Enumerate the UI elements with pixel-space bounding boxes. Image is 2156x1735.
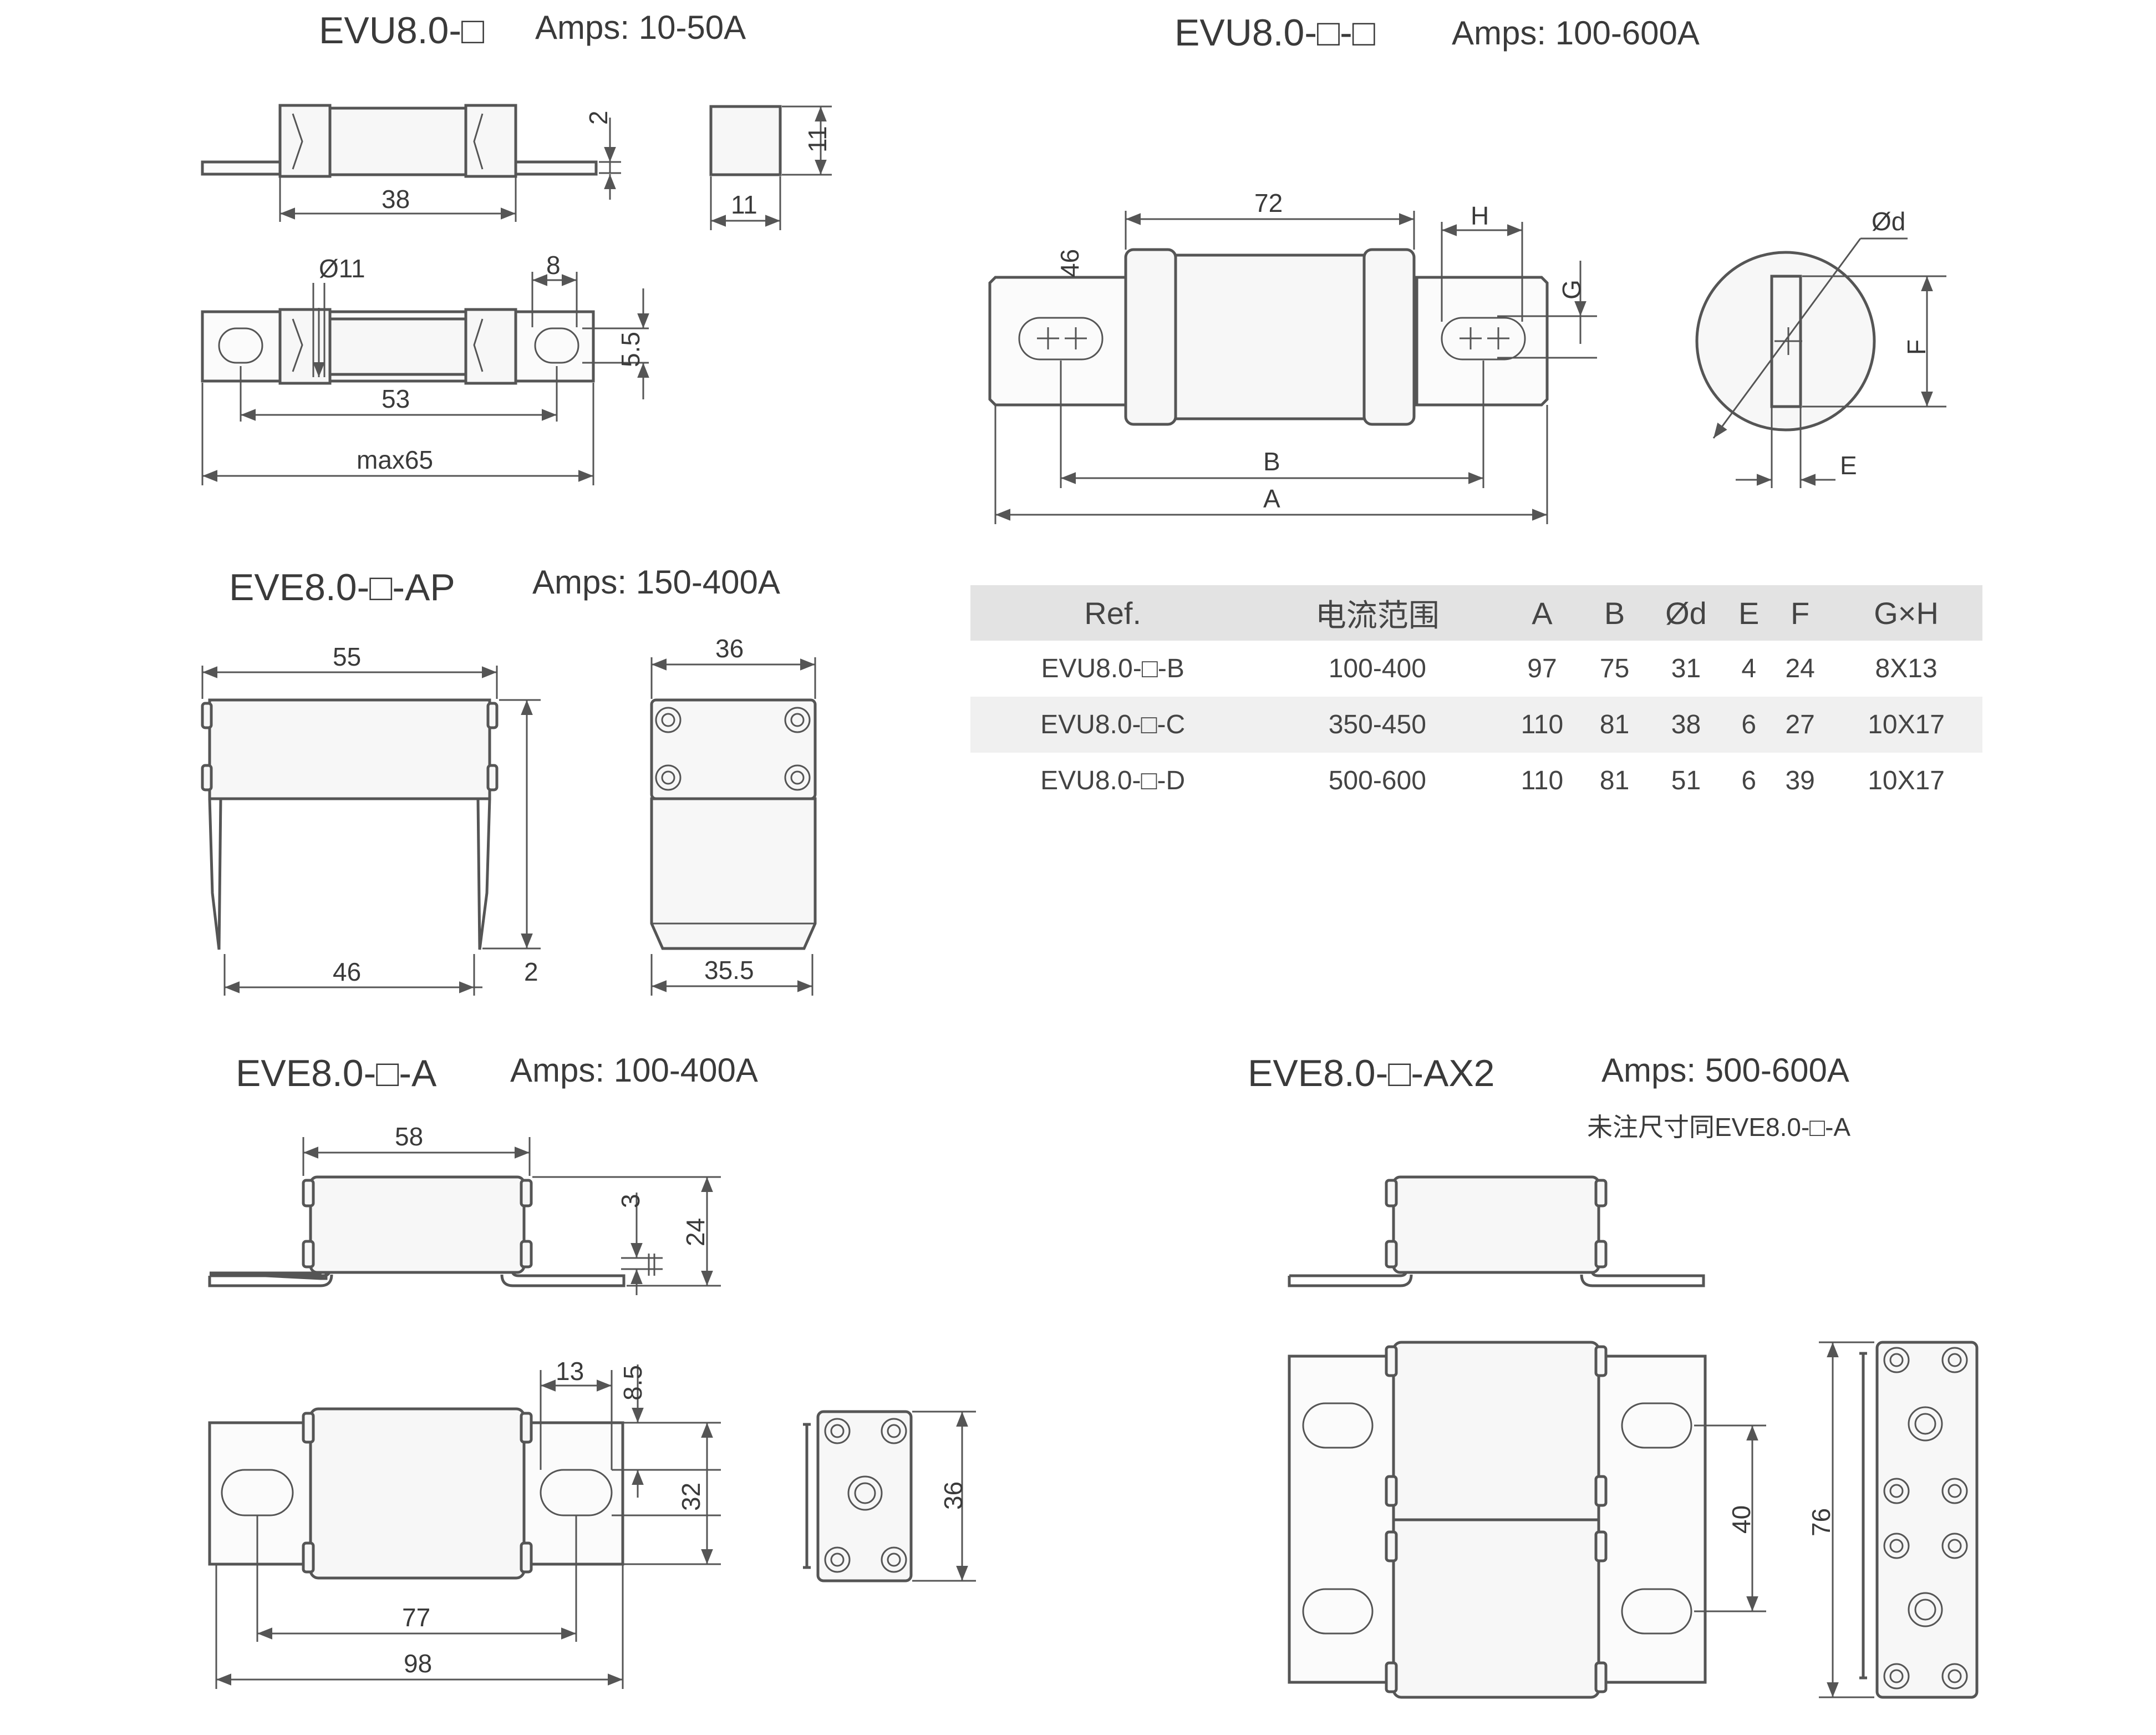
eve-a-model: EVE8.0-□-A (236, 1052, 437, 1094)
evu-large-drawing: EVU8.0-□-□ Amps: 100-600A 72 H G B A (988, 12, 1946, 524)
dim-40: 40 (1727, 1505, 1756, 1534)
header-E: E (1727, 585, 1771, 641)
dim-diameter-d: Ød (1872, 207, 1905, 236)
dim-2-ap: 2 (524, 957, 538, 986)
dim-76: 76 (1807, 1508, 1835, 1536)
cell-GxH: 10X17 (1830, 697, 1982, 753)
dim-58: 58 (395, 1122, 423, 1151)
cell-F: 24 (1785, 654, 1815, 683)
cell-current-range: 500-600 (1328, 766, 1426, 795)
cell-B: 75 (1599, 654, 1630, 683)
cell-current-range: 100-400 (1328, 654, 1426, 683)
cell-F: 39 (1785, 766, 1815, 795)
evu-small-model: EVU8.0-□ (319, 9, 484, 52)
cell-current-range: 350-450 (1255, 697, 1500, 753)
cell-E: 6 (1741, 766, 1757, 795)
eve-ax2-model: EVE8.0-□-AX2 (1248, 1052, 1495, 1094)
dim-H: H (1471, 201, 1489, 230)
cell-ref: EVU8.0-□-B (1041, 654, 1184, 683)
dim-2: 2 (584, 110, 613, 125)
spec-table: Ref. 电流范围 A B Ød E F G×H EVU8.0-□-B 100-… (970, 585, 1982, 809)
dim-36-ap: 36 (715, 634, 744, 663)
cell-GxH: 10X17 (1868, 766, 1945, 795)
header-ref: Ref. (970, 585, 1255, 641)
dim-11-height: 11 (803, 126, 832, 153)
table-row: EVU8.0-□-D 500-600 110 81 51 6 39 10X17 (970, 753, 1982, 809)
dim-46-height: 46 (1055, 249, 1084, 277)
header-diameter: Ød (1644, 585, 1728, 641)
eve-ax2-amps: Amps: 500-600A (1601, 1052, 1849, 1089)
eve-a-amps: Amps: 100-400A (510, 1052, 758, 1089)
header-current-range: 电流范围 (1255, 585, 1500, 641)
header-GxH: G×H (1830, 585, 1982, 641)
dim-53: 53 (382, 384, 410, 413)
cell-A: 110 (1499, 697, 1585, 753)
evu-small-drawing: EVU8.0-□ Amps: 10-50A 2 38 11 11 (201, 9, 832, 485)
eve-ap-amps: Amps: 150-400A (532, 564, 780, 601)
cell-E: 6 (1727, 697, 1771, 753)
cell-ref: EVU8.0-□-C (970, 697, 1255, 753)
dim-72: 72 (1254, 189, 1283, 217)
cell-B: 81 (1599, 766, 1630, 795)
dim-13: 13 (556, 1357, 584, 1386)
dim-32: 32 (677, 1483, 705, 1511)
dim-11-width: 11 (731, 190, 757, 219)
evu-small-amps: Amps: 10-50A (535, 9, 746, 46)
table-row: EVU8.0-□-C 350-450 110 81 38 6 27 10X17 (970, 697, 1982, 753)
dim-24: 24 (681, 1218, 710, 1246)
dim-35-5: 35.5 (704, 956, 754, 985)
header-F: F (1770, 585, 1830, 641)
dim-77: 77 (402, 1603, 430, 1632)
eve-a-drawing: EVE8.0-□-A Amps: 100-400A 58 3 24 (208, 1052, 976, 1689)
dim-E: E (1840, 451, 1857, 480)
cell-A: 110 (1521, 766, 1564, 795)
dim-diameter-11: Ø11 (319, 254, 365, 283)
cell-diameter: 31 (1671, 654, 1701, 683)
dim-G: G (1557, 280, 1586, 300)
cell-E: 4 (1741, 654, 1757, 683)
cell-B: 81 (1584, 697, 1645, 753)
evu-large-amps: Amps: 100-600A (1452, 14, 1700, 52)
cell-GxH: 8X13 (1875, 654, 1938, 683)
evu-large-model: EVU8.0-□-□ (1174, 12, 1375, 54)
dim-5-5: 5.5 (616, 332, 645, 367)
dim-38: 38 (382, 185, 410, 214)
cell-diameter: 38 (1644, 697, 1728, 753)
dim-36-a: 36 (939, 1482, 968, 1510)
cell-A: 97 (1527, 654, 1557, 683)
eve-ap-model: EVE8.0-□-AP (229, 566, 455, 608)
dim-8: 8 (546, 251, 561, 280)
dim-A: A (1263, 484, 1280, 513)
cell-ref: EVU8.0-□-D (1040, 766, 1186, 795)
dim-98: 98 (404, 1649, 432, 1678)
table-row: EVU8.0-□-B 100-400 97 75 31 4 24 8X13 (970, 641, 1982, 697)
dim-3: 3 (616, 1194, 645, 1208)
dim-46-width: 46 (333, 957, 361, 986)
eve-ax2-drawing: EVE8.0-□-AX2 Amps: 500-600A 未注尺寸同EVE8.0-… (1248, 1052, 1979, 1699)
dim-B: B (1263, 447, 1280, 476)
dim-8-5: 8.5 (618, 1365, 647, 1401)
cell-F: 27 (1770, 697, 1830, 753)
header-B: B (1584, 585, 1645, 641)
eve-ax2-note: 未注尺寸同EVE8.0-□-A (1587, 1113, 1850, 1142)
dim-max65: max65 (357, 445, 433, 474)
dim-55: 55 (333, 642, 361, 671)
table-header-row: Ref. 电流范围 A B Ød E F G×H (970, 585, 1982, 641)
cell-diameter: 51 (1671, 766, 1701, 795)
dim-F: F (1902, 339, 1931, 355)
header-A: A (1499, 585, 1585, 641)
eve-ap-drawing: EVE8.0-□-AP Amps: 150-400A 55 46 46 2 3 (201, 249, 1084, 996)
